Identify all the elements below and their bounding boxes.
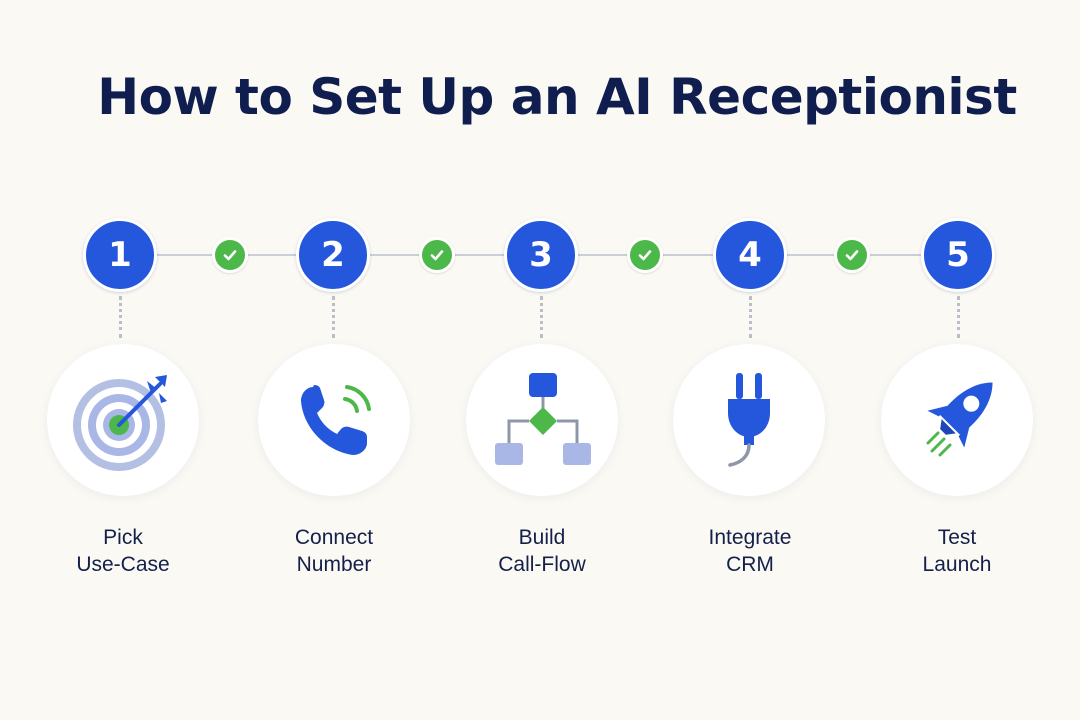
step-2-label-line1: Connect [294,526,374,549]
phone-icon [301,385,371,455]
rocket-icon [926,382,993,457]
step-1-label-line1: Pick [103,526,143,549]
step-3-label-line1: Build [518,526,566,549]
check-icon [419,237,455,273]
step-3-number: 3 [504,218,578,292]
dotted-connector [540,296,543,338]
step-5-label-line2: Launch [922,553,992,576]
step-1-label: Pick Use-Case [23,524,223,578]
plug-icon [728,373,770,467]
step-2-number: 2 [296,218,370,292]
step-5-label: Test Launch [857,524,1057,578]
flowchart-icon [495,373,591,465]
step-2-label-line2: Number [296,553,372,576]
target-icon [73,375,167,471]
page-title: How to Set Up an AI Receptionist [97,68,1017,126]
check-icon [834,237,870,273]
step-1-label-line2: Use-Case [76,553,170,576]
step-4-icon-card [673,344,825,496]
step-5-icon-card [881,344,1033,496]
check-icon [627,237,663,273]
step-2-label: Connect Number [234,524,434,578]
step-2-icon-card [258,344,410,496]
step-4-number: 4 [713,218,787,292]
step-4-label: Integrate CRM [650,524,850,578]
step-1-number: 1 [83,218,157,292]
dotted-connector [119,296,122,338]
step-5-label-line1: Test [937,526,977,549]
step-3-label: Build Call-Flow [442,524,642,578]
check-icon [212,237,248,273]
dotted-connector [749,296,752,338]
dotted-connector [332,296,335,338]
step-4-label-line2: CRM [726,553,774,576]
dotted-connector [957,296,960,338]
step-3-icon-card [466,344,618,496]
step-5-number: 5 [921,218,995,292]
step-1-icon-card [47,344,199,496]
step-4-label-line1: Integrate [708,526,792,549]
step-3-label-line2: Call-Flow [498,553,586,576]
